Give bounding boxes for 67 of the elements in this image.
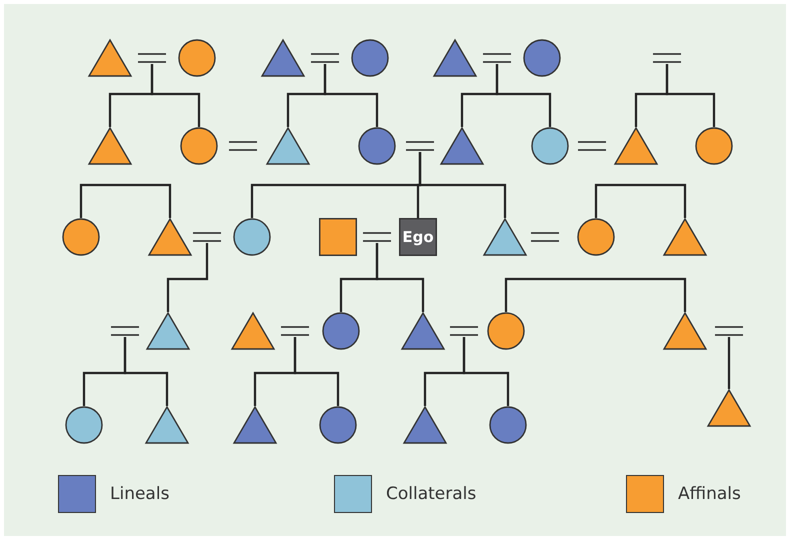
circle-symbol <box>531 127 569 165</box>
triangle-symbol <box>440 127 484 165</box>
kinship-line <box>666 64 716 127</box>
triangle-symbol <box>145 406 189 444</box>
triangle-symbol <box>663 312 707 350</box>
equals-sign <box>715 325 743 337</box>
kinship-line <box>594 184 686 218</box>
kinship-line <box>324 64 378 127</box>
square-symbol <box>319 218 357 256</box>
kinship-line <box>462 337 510 406</box>
equals-sign <box>281 325 309 337</box>
equals-sign <box>111 325 139 337</box>
equals-sign <box>578 140 606 152</box>
kinship-line <box>80 184 172 218</box>
triangle-symbol <box>266 127 310 165</box>
triangle-symbol <box>88 39 132 77</box>
circle-symbol <box>178 39 216 77</box>
triangle-symbol <box>663 218 707 256</box>
circle-symbol <box>523 39 561 77</box>
equals-sign <box>531 231 559 243</box>
kinship-line <box>504 278 686 312</box>
equals-sign <box>229 140 257 152</box>
equals-sign <box>193 231 221 243</box>
node-label: Ego <box>402 228 434 246</box>
triangle-symbol <box>261 39 305 77</box>
triangle-symbol <box>707 389 751 427</box>
circle-symbol <box>319 406 357 444</box>
kinship-line <box>496 64 552 127</box>
circle-symbol <box>487 312 525 350</box>
equals-sign <box>483 52 511 64</box>
triangle-symbol <box>614 127 658 165</box>
legend-label: Affinals <box>678 484 741 504</box>
circle-symbol <box>233 218 271 256</box>
triangle-symbol <box>483 218 527 256</box>
kinship-line <box>294 337 340 406</box>
kinship-line <box>376 243 424 312</box>
legend-label: Collaterals <box>386 484 476 504</box>
triangle-symbol <box>401 312 445 350</box>
circle-symbol <box>489 406 527 444</box>
ego-box <box>399 218 437 256</box>
equals-sign <box>363 231 391 243</box>
equals-sign <box>450 325 478 337</box>
legend-label: Lineals <box>110 484 170 504</box>
triangle-symbol <box>231 312 275 350</box>
equals-sign <box>311 52 339 64</box>
equals-sign <box>653 52 681 64</box>
triangle-symbol <box>88 127 132 165</box>
circle-symbol <box>577 218 615 256</box>
circle-symbol <box>322 312 360 350</box>
equals-sign <box>406 140 434 152</box>
circle-symbol <box>62 218 100 256</box>
kinship-line <box>728 337 730 389</box>
circle-symbol <box>358 127 396 165</box>
triangle-symbol <box>433 39 477 77</box>
circle-symbol <box>351 39 389 77</box>
kinship-line <box>418 152 506 218</box>
triangle-symbol <box>233 406 277 444</box>
circle-symbol <box>180 127 218 165</box>
triangle-symbol <box>148 218 192 256</box>
triangle-symbol <box>146 312 190 350</box>
triangle-symbol <box>403 406 447 444</box>
circle-symbol <box>695 127 733 165</box>
equals-sign <box>138 52 166 64</box>
circle-symbol <box>65 406 103 444</box>
kinship-line <box>166 243 208 312</box>
kinship-line <box>124 337 168 406</box>
kinship-line <box>150 64 200 127</box>
